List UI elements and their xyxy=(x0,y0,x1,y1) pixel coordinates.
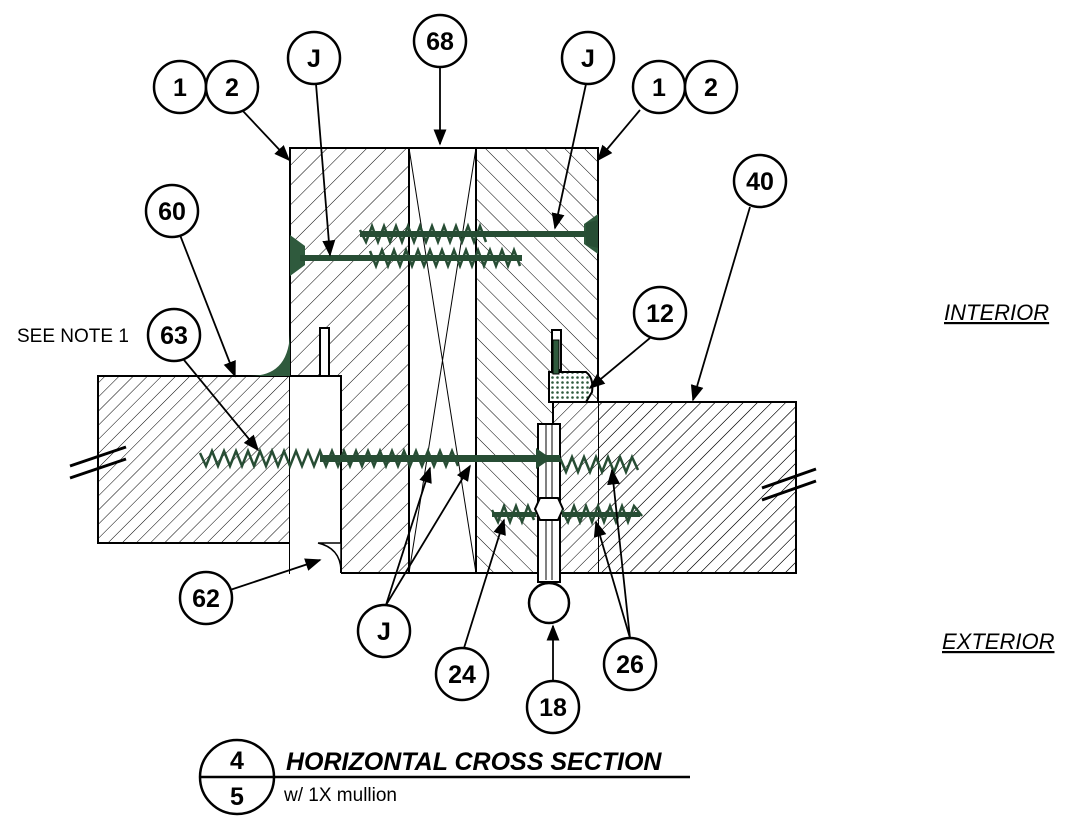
leader-2-right xyxy=(596,109,641,162)
callout-j-bottom: J xyxy=(356,603,412,659)
callout-60: 60 xyxy=(144,183,200,239)
leader-60 xyxy=(179,234,236,378)
pin-18-head xyxy=(527,581,571,625)
callout-1-right: 1 xyxy=(631,59,687,115)
leader-2-left xyxy=(241,109,291,162)
weatherstrip-12 xyxy=(548,371,594,403)
callout-1-left: 1 xyxy=(152,59,208,115)
leader-63 xyxy=(183,359,260,452)
svg-text:63: 63 xyxy=(160,322,188,350)
callout-40: 40 xyxy=(732,153,788,209)
leader-40 xyxy=(690,206,751,402)
svg-text:24: 24 xyxy=(448,661,476,689)
leader-j-bottom-a xyxy=(385,466,432,606)
section-subtitle: w/ 1X mullion xyxy=(283,785,397,806)
svg-text:12: 12 xyxy=(646,300,674,328)
leader-26-b xyxy=(593,520,631,639)
leader-j-top-left xyxy=(315,83,336,257)
leader-j-top-right xyxy=(551,83,587,230)
svg-text:J: J xyxy=(377,618,391,646)
exterior-label: EXTERIOR xyxy=(942,629,1055,654)
leader-j-bottom-b xyxy=(385,464,471,606)
svg-text:1: 1 xyxy=(652,74,666,102)
svg-text:62: 62 xyxy=(192,585,220,613)
svg-text:18: 18 xyxy=(539,694,567,722)
leader-62 xyxy=(229,558,322,591)
see-note-label: SEE NOTE 1 xyxy=(17,326,129,347)
callout-68: 68 xyxy=(412,13,468,69)
sealant-top-left xyxy=(290,235,305,276)
svg-text:2: 2 xyxy=(225,74,239,102)
sealant-fillet-left xyxy=(250,330,290,376)
leader-24 xyxy=(463,518,506,649)
weatherstrip-fin xyxy=(552,339,560,375)
screw-top-left xyxy=(300,246,522,270)
callout-2-left: 2 xyxy=(204,59,260,115)
svg-text:40: 40 xyxy=(746,168,774,196)
sheet-number: 5 xyxy=(230,783,244,811)
svg-text:68: 68 xyxy=(426,28,454,56)
pin-18-nut xyxy=(533,497,565,521)
leader-12 xyxy=(588,337,651,390)
svg-text:J: J xyxy=(581,45,595,73)
screw-63 xyxy=(198,447,560,470)
screw-top-right xyxy=(358,220,598,248)
mullion-core-cross xyxy=(408,147,477,574)
callout-j-top-left: J xyxy=(286,30,342,86)
svg-text:26: 26 xyxy=(616,651,644,679)
callout-18: 18 xyxy=(525,679,581,735)
svg-text:J: J xyxy=(307,45,321,73)
left-stop xyxy=(319,327,330,377)
callout-12: 12 xyxy=(632,285,688,341)
callout-24: 24 xyxy=(434,646,490,702)
svg-text:60: 60 xyxy=(158,198,186,226)
screw-26-upper xyxy=(558,453,640,476)
callout-62: 62 xyxy=(178,570,234,626)
screw-26-lower xyxy=(560,502,643,526)
title-block: 4 5 HORIZONTAL CROSS SECTION w/ 1X mulli… xyxy=(198,738,690,816)
callout-26: 26 xyxy=(602,636,658,692)
left-jamb-notch xyxy=(290,376,341,574)
sealant-bottom-left xyxy=(317,542,342,571)
svg-text:2: 2 xyxy=(704,74,718,102)
interior-label: INTERIOR xyxy=(944,300,1049,325)
leader-26-a xyxy=(607,468,631,639)
callout-2-right: 2 xyxy=(683,59,739,115)
callout-63: 63 xyxy=(146,307,202,363)
left-break-mark xyxy=(69,445,127,480)
svg-text:1: 1 xyxy=(173,74,187,102)
section-title: HORIZONTAL CROSS SECTION xyxy=(286,748,662,776)
detail-number: 4 xyxy=(230,747,244,775)
callout-j-top-right: J xyxy=(560,30,616,86)
